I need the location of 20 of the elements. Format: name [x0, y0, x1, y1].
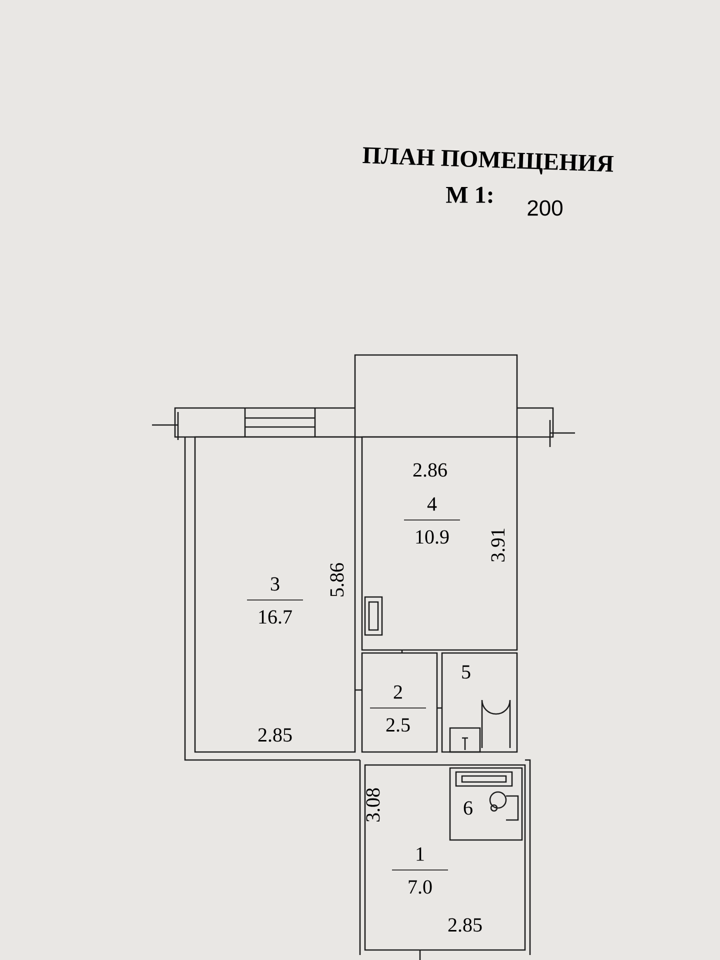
room-number: 6: [464, 801, 472, 815]
room-number: 3: [270, 577, 280, 591]
scale-label: М 1:: [446, 186, 492, 204]
dimension-label: 2.85: [448, 918, 482, 932]
room-number: 5: [462, 665, 470, 679]
dimension-label: 3.91: [491, 528, 505, 562]
room-area: 16.7: [259, 610, 292, 624]
room-number: 2: [394, 685, 402, 699]
dimension-label: 5.86: [330, 563, 344, 596]
room-number: 4: [427, 497, 437, 511]
room-area: 7.0: [408, 880, 432, 894]
room-area: 2.5: [386, 718, 410, 732]
dimension-label: 3.08: [366, 788, 380, 822]
title: ПЛАН ПОМЕЩЕНИЯ: [362, 147, 614, 174]
room-area: 10.9: [416, 530, 449, 544]
room-number: 1: [416, 847, 424, 861]
scale-label: 200: [528, 200, 562, 216]
room-outline: [354, 354, 518, 438]
dimension-label: 2.85: [258, 728, 292, 742]
dimension-label: 2.86: [413, 463, 447, 477]
